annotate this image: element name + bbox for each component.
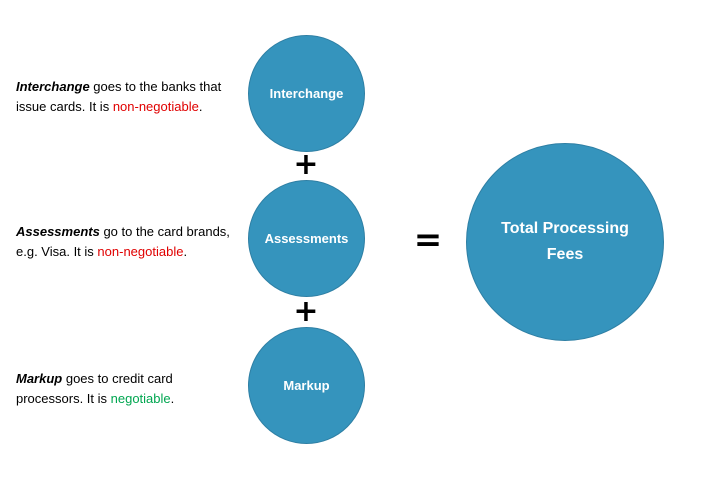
total-processing-fees-circle: Total Processing Fees	[466, 143, 664, 341]
markup-description: Markup goes to credit card processors. I…	[16, 369, 241, 409]
assessments-description: Assessments go to the card brands, e.g. …	[16, 222, 241, 262]
assessments-circle-label: Assessments	[264, 231, 349, 246]
interchange-status: non-negotiable	[112, 99, 199, 114]
interchange-text: goes to the banks that issue cards. It i…	[16, 79, 222, 114]
assessments-status: non-negotiable	[97, 244, 184, 259]
markup-status: negotiable	[110, 391, 171, 406]
interchange-circle: Interchange	[248, 35, 365, 152]
markup-period: .	[170, 391, 175, 406]
interchange-circle-label: Interchange	[269, 86, 344, 101]
interchange-period: .	[198, 99, 203, 114]
markup-term: Markup	[16, 371, 63, 386]
assessments-circle: Assessments	[248, 180, 365, 297]
assessments-term: Assessments	[16, 224, 100, 239]
interchange-term: Interchange	[16, 79, 90, 94]
plus-sign-1: +	[293, 147, 319, 182]
assessments-text: go to the card brands, e.g. Visa. It is	[16, 224, 230, 259]
total-processing-fees-label: Total Processing Fees	[501, 220, 629, 263]
markup-circle-label: Markup	[283, 378, 330, 393]
assessments-period: .	[183, 244, 188, 259]
equals-sign: =	[413, 220, 443, 260]
plus-sign-2: +	[293, 294, 319, 329]
interchange-description: Interchange goes to the banks that issue…	[16, 77, 241, 117]
markup-circle: Markup	[248, 327, 365, 444]
markup-text: goes to credit card processors. It is	[16, 371, 173, 406]
